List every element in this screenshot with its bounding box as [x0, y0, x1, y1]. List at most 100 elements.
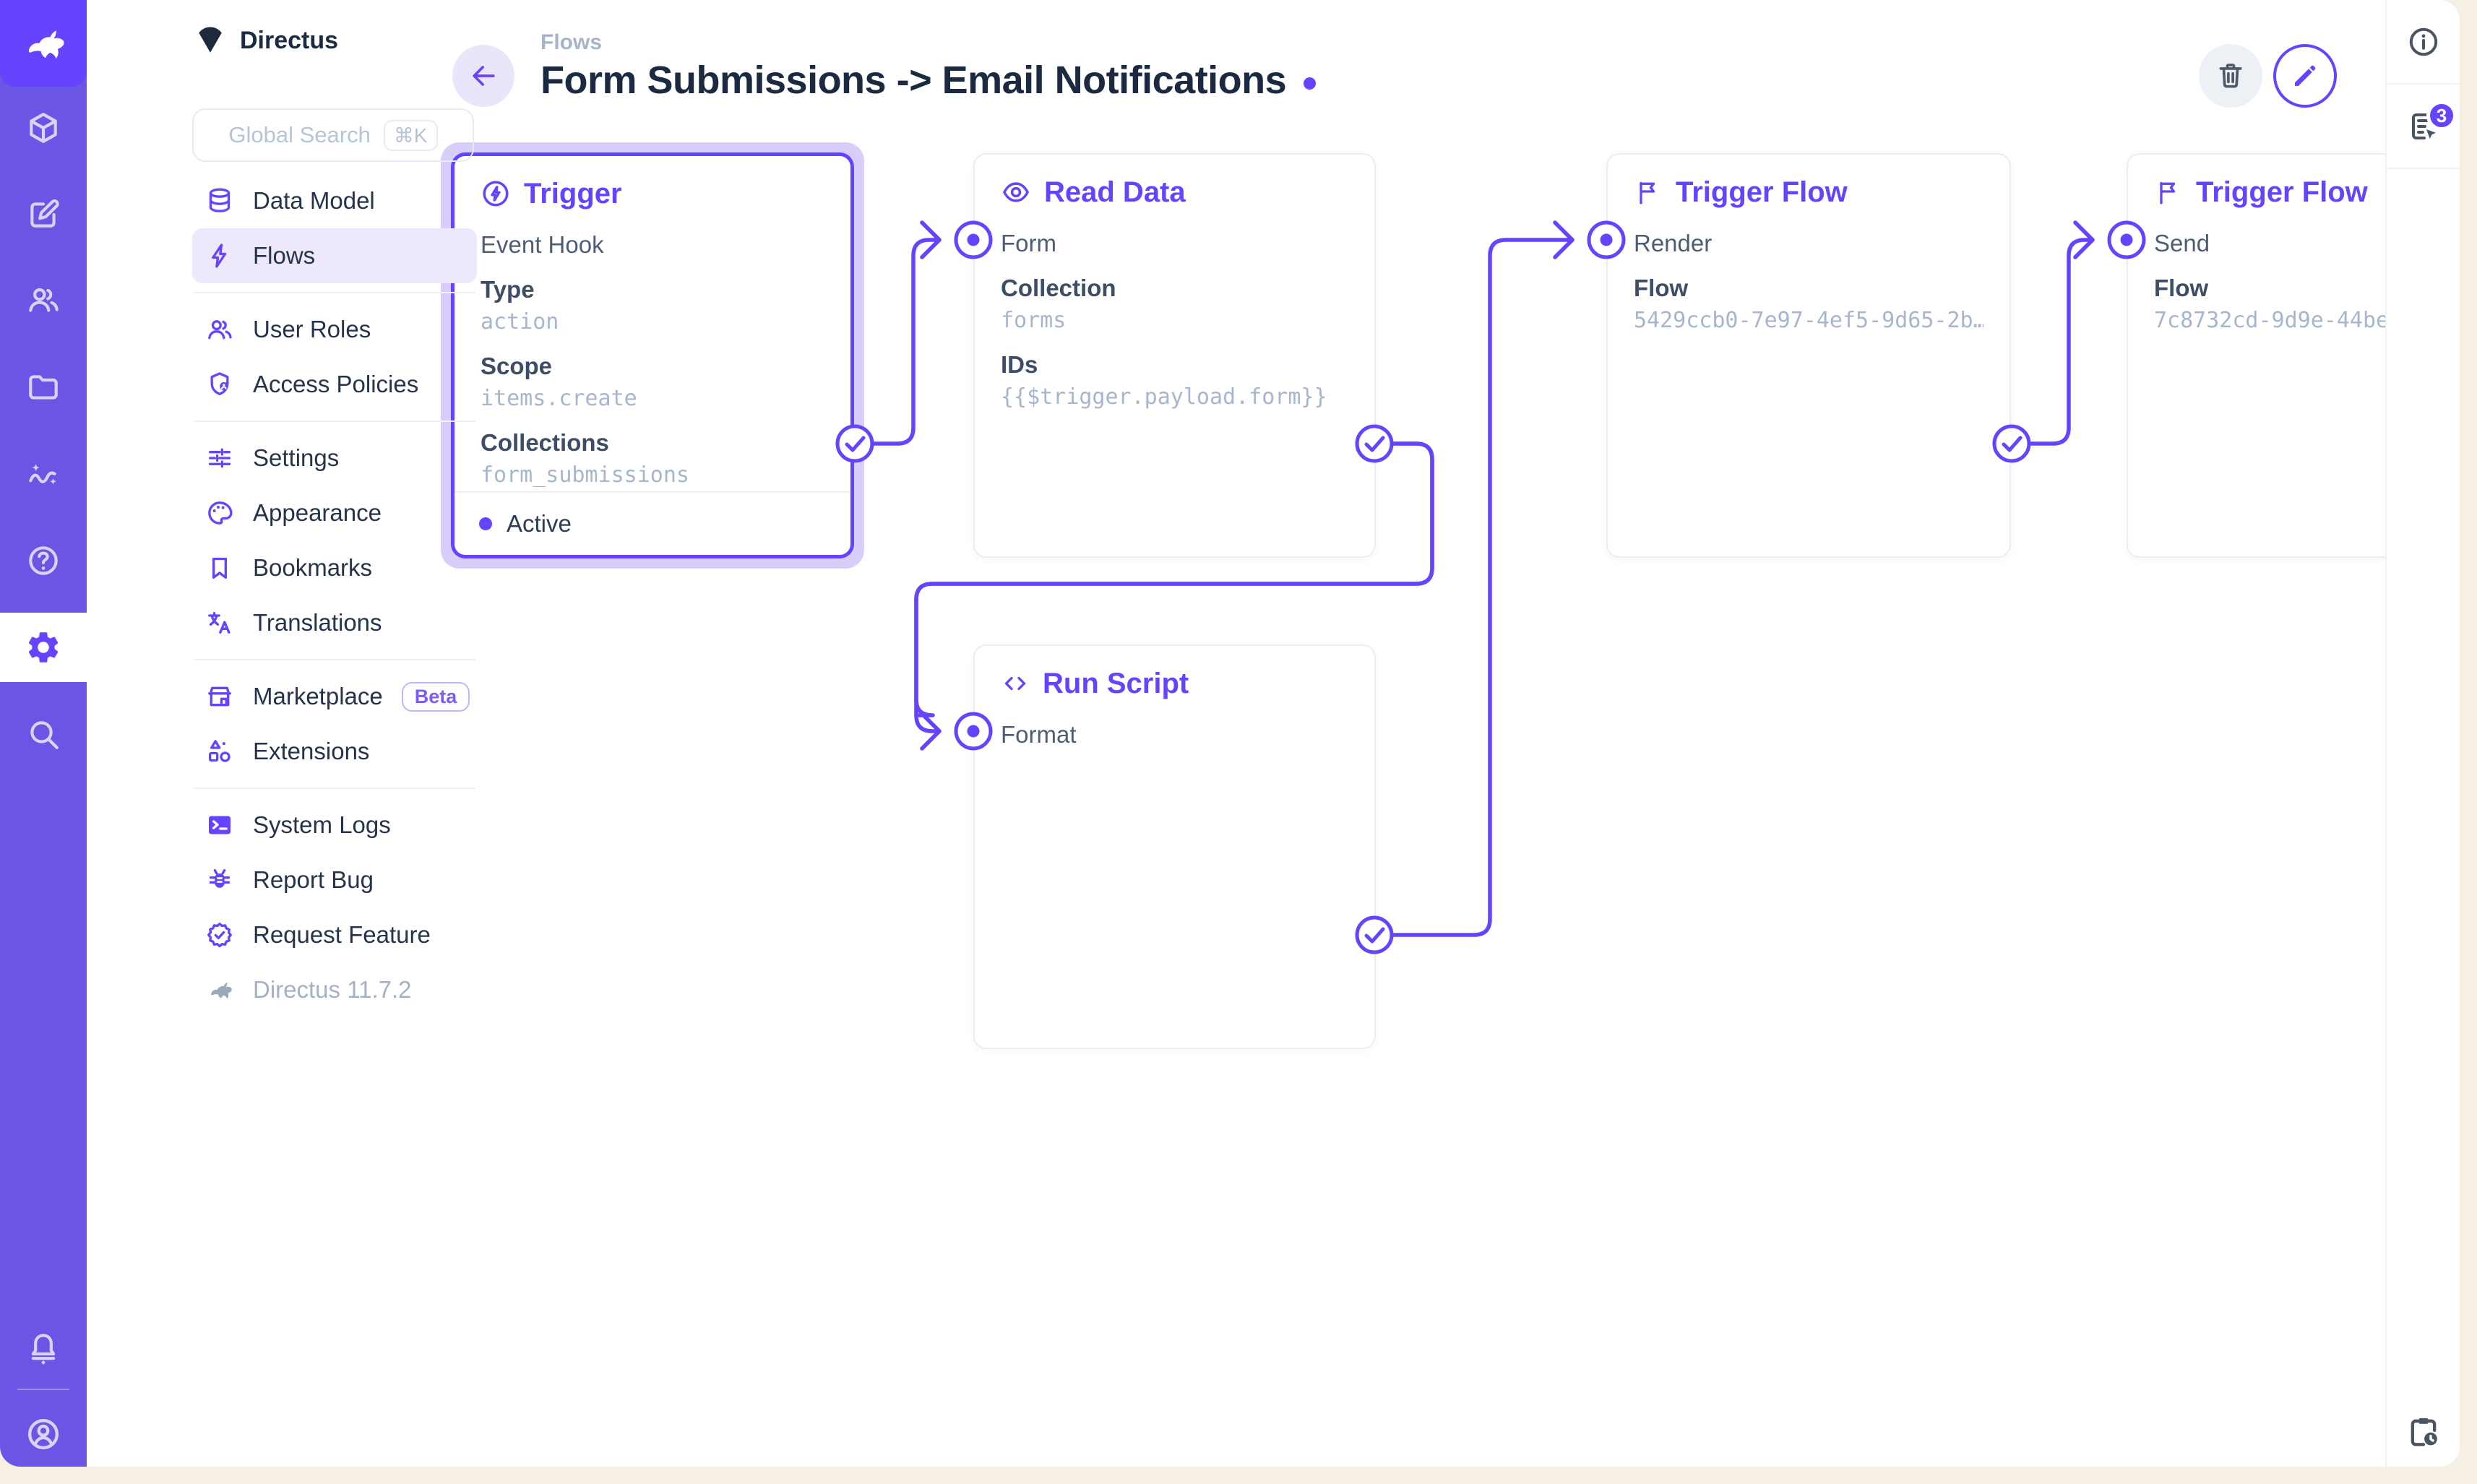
module-search-button[interactable] — [0, 699, 87, 769]
sidebar-divider — [194, 292, 475, 293]
node-field: IDs {{$trigger.payload.form}} — [1001, 351, 1327, 410]
sidebar-item-translations[interactable]: Translations — [192, 595, 477, 650]
search-placeholder: Global Search — [228, 122, 371, 147]
node-title: Trigger Flow — [1676, 176, 1848, 208]
node-title: Trigger Flow — [2196, 176, 2368, 208]
module-editor-button[interactable] — [0, 180, 87, 249]
sidebar-item-flows[interactable]: Flows — [192, 228, 477, 283]
notices-sidebar-toggle[interactable]: 3 — [2387, 85, 2460, 169]
project-logo-tile[interactable] — [0, 0, 87, 87]
sidebar-item-appearance[interactable]: Appearance — [192, 486, 477, 540]
project-logo-icon — [199, 27, 222, 53]
node-field: Flow 5429ccb0-7e97-4ef5-9d65-2b… — [1634, 275, 1983, 333]
sidebar-item-request-feature[interactable]: Request Feature — [192, 907, 477, 962]
clipboard-clock-icon — [2411, 1418, 2437, 1446]
node-header: Trigger Flow — [1634, 175, 1983, 210]
module-help-button[interactable] — [0, 526, 87, 595]
sidebar-item-extensions[interactable]: Extensions — [192, 724, 477, 779]
page-title: Form Submissions -> Email Notifications — [540, 59, 1287, 102]
notifications-button[interactable] — [0, 1313, 87, 1382]
module-files-button[interactable] — [0, 353, 87, 422]
delete-flow-button[interactable] — [2199, 44, 2262, 108]
module-content-button[interactable] — [0, 93, 87, 163]
info-icon — [2409, 27, 2437, 56]
insights-icon — [29, 464, 56, 485]
node-subtitle: Event Hook — [481, 231, 604, 258]
code-icon — [1004, 676, 1026, 691]
edit-flow-button[interactable] — [2273, 44, 2337, 108]
node-status: Active — [455, 491, 850, 555]
node-header: Run Script — [1001, 666, 1348, 701]
directus-rabbit-icon — [211, 982, 232, 999]
flow-node-trigger[interactable]: Trigger Event Hook Type action Scope ite… — [451, 152, 854, 558]
flow-node-trigger-flow-render[interactable]: Trigger Flow Render Flow 5429ccb0-7e97-4… — [1606, 153, 2011, 558]
navigation-sidebar: Directus Global Search ⌘K Data Model Flo… — [87, 0, 477, 1467]
node-field: Collection forms — [1001, 275, 1116, 333]
module-bar — [0, 0, 87, 1467]
bug-icon — [209, 869, 231, 888]
database-icon — [209, 188, 231, 212]
node-field: Collections form_submissions — [481, 429, 689, 488]
global-search-input[interactable]: Global Search ⌘K — [192, 108, 474, 162]
module-users-button[interactable] — [0, 265, 87, 335]
search-icon — [30, 721, 59, 749]
help-icon — [29, 546, 58, 575]
sidebar-version: Directus 11.7.2 — [192, 962, 477, 1017]
connection-run-script-to-trigger-flow-render — [1390, 220, 1574, 937]
flow-node-read-data[interactable]: Read Data Form Collection forms IDs {{$t… — [973, 153, 1376, 558]
node-input-label: Send — [2154, 230, 2210, 256]
sidebar-divider — [194, 788, 475, 789]
folder-icon — [29, 375, 58, 400]
connection-trigger-flow-render-to-send — [2027, 220, 2095, 446]
seal-check-icon — [207, 923, 232, 948]
storefront-icon — [208, 686, 231, 707]
eye-icon — [1003, 182, 1029, 202]
pending-revisions-button[interactable] — [2387, 1413, 2460, 1451]
flag-icon — [2160, 181, 2176, 204]
connection-trigger-to-read-data — [870, 220, 942, 446]
search-shortcut: ⌘K — [383, 119, 438, 151]
node-field: Scope items.create — [481, 353, 637, 411]
node-input-label: Render — [1634, 230, 1713, 256]
people-icon — [208, 320, 232, 340]
node-field: Flow 7c8732cd-9d9e-44be — [2154, 275, 2390, 333]
bolt-circle-icon — [483, 181, 509, 207]
sidebar-nav: Data Model Flows User Roles Access Polic… — [192, 173, 477, 1017]
module-settings-button[interactable] — [0, 613, 87, 682]
directus-rabbit-logo-icon — [28, 30, 64, 59]
bolt-icon — [212, 243, 227, 268]
sidebar-item-settings[interactable]: Settings — [192, 431, 477, 486]
back-button[interactable] — [452, 45, 514, 107]
box-icon — [30, 113, 57, 143]
sidebar-divider — [194, 659, 475, 660]
info-sidebar-toggle[interactable] — [2387, 0, 2460, 85]
breadcrumb[interactable]: Flows — [540, 30, 603, 54]
sidebar-item-access-policies[interactable]: Access Policies — [192, 357, 477, 412]
palette-icon — [208, 501, 233, 525]
sidebar-divider — [194, 420, 475, 422]
sidebar-item-bookmarks[interactable]: Bookmarks — [192, 540, 477, 595]
node-title: Read Data — [1044, 176, 1186, 208]
flow-node-run-script[interactable]: Run Script Format — [973, 644, 1376, 1049]
account-button[interactable] — [0, 1399, 87, 1467]
node-input-label: Form — [1001, 230, 1056, 256]
module-bar-divider — [17, 1389, 69, 1390]
bookmark-icon — [212, 557, 227, 579]
bell-icon — [31, 1334, 56, 1365]
project-header[interactable]: Directus — [195, 17, 338, 64]
sidebar-item-data-model[interactable]: Data Model — [192, 173, 477, 228]
module-insights-button[interactable] — [0, 439, 87, 509]
beta-badge: Beta — [401, 681, 470, 712]
right-sidebar-rail: 3 — [2385, 0, 2460, 1467]
sidebar-item-report-bug[interactable]: Report Bug — [192, 853, 477, 907]
sidebar-item-marketplace[interactable]: Marketplace Beta — [192, 669, 477, 724]
node-header: Trigger Flow — [2154, 175, 2460, 210]
unsaved-indicator-dot — [1304, 77, 1317, 90]
edit-square-icon — [30, 199, 59, 228]
sidebar-item-system-logs[interactable]: System Logs — [192, 798, 477, 853]
sidebar-item-user-roles[interactable]: User Roles — [192, 302, 477, 357]
tune-icon — [209, 448, 231, 468]
project-name: Directus — [240, 26, 339, 54]
arrow-left-icon — [473, 66, 495, 86]
